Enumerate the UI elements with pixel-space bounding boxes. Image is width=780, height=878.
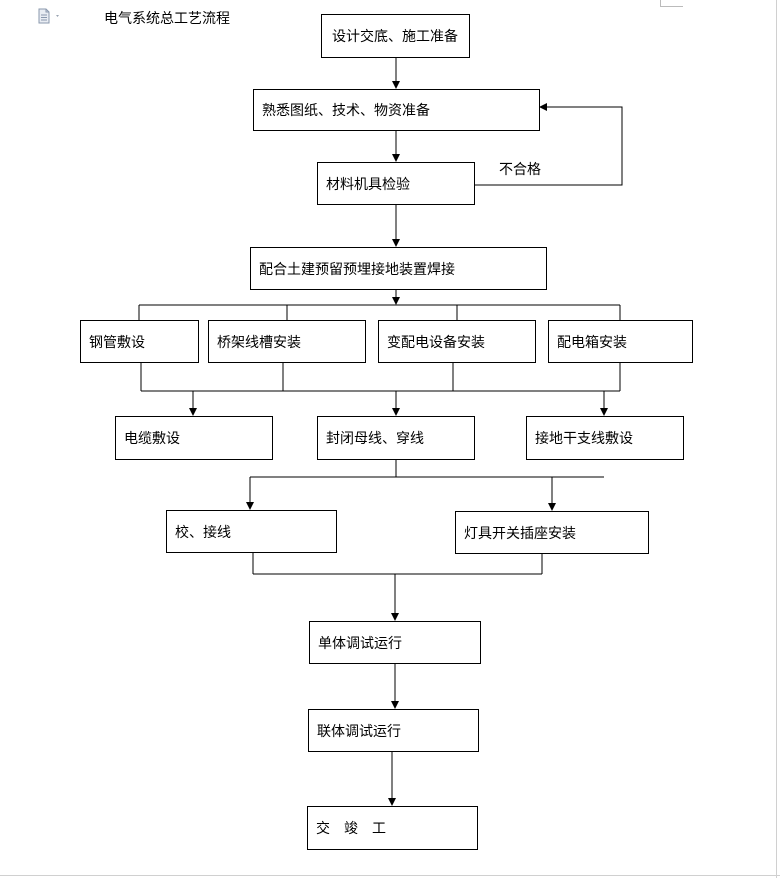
- step-label: 封闭母线、穿线: [326, 431, 424, 447]
- step-label: 材料机具检验: [326, 176, 410, 193]
- step-unit-test: 单体调试运行: [309, 621, 481, 664]
- step-familiarize-drawings: 熟悉图纸、技术、物资准备: [253, 89, 540, 131]
- step-design-handover: 设计交底、施工准备: [321, 14, 470, 58]
- step-material-inspection: 材料机具检验: [317, 162, 475, 205]
- step-wiring: 校、接线: [166, 510, 337, 553]
- step-label: 电缆敷设: [124, 431, 180, 447]
- step-label: 变配电设备安装: [387, 334, 485, 351]
- step-steel-pipe: 钢管敷设: [80, 320, 199, 363]
- step-label: 配合土建预留预埋接地装置焊接: [259, 261, 455, 278]
- page-corner-mark: [660, 0, 683, 7]
- step-cable-tray: 桥架线槽安装: [208, 320, 366, 363]
- step-label: 校、接线: [175, 524, 231, 541]
- step-busway-threading: 封闭母线、穿线: [317, 416, 475, 460]
- step-distribution-box: 配电箱安装: [548, 320, 693, 363]
- step-label: 熟悉图纸、技术、物资准备: [262, 103, 430, 119]
- document-title: 电气系统总工艺流程: [104, 11, 230, 27]
- step-handover: 交 竣 工: [307, 806, 478, 850]
- reject-label: 不合格: [499, 162, 541, 178]
- step-label: 桥架线槽安装: [217, 334, 301, 351]
- step-joint-test: 联体调试运行: [308, 709, 479, 752]
- step-fixtures-install: 灯具开关插座安装: [455, 511, 649, 554]
- step-label: 接地干支线敷设: [535, 431, 633, 447]
- page-edge: [0, 875, 780, 876]
- step-label: 单体调试运行: [318, 635, 402, 652]
- step-label: 钢管敷设: [89, 334, 145, 351]
- page-edge: [776, 0, 777, 878]
- step-embed-grounding: 配合土建预留预埋接地装置焊接: [250, 247, 547, 290]
- step-label: 灯具开关插座安装: [464, 525, 576, 542]
- step-cable-laying: 电缆敷设: [115, 416, 273, 460]
- step-label: 联体调试运行: [317, 723, 401, 740]
- step-grounding-lines: 接地干支线敷设: [526, 416, 684, 460]
- chevron-down-icon: [56, 15, 59, 17]
- step-label: 设计交底、施工准备: [332, 29, 458, 45]
- step-label: 配电箱安装: [557, 334, 627, 351]
- document-icon[interactable]: [36, 8, 62, 24]
- step-label: 交 竣 工: [316, 821, 386, 837]
- step-substation-equipment: 变配电设备安装: [378, 320, 536, 363]
- reject-loop: [474, 103, 623, 186]
